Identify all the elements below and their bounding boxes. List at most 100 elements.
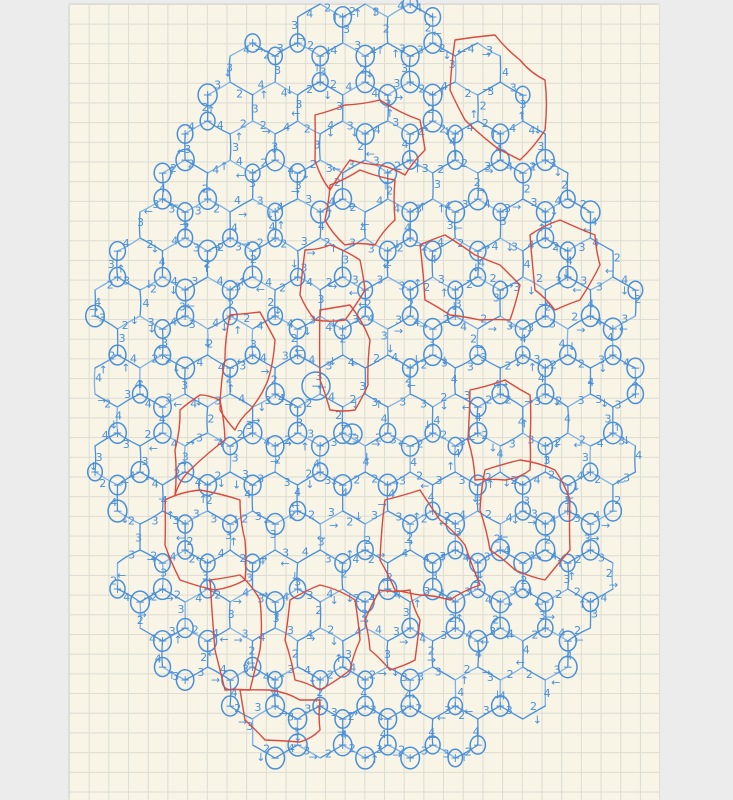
node-sign-label: − [270, 153, 280, 167]
graph-edge [454, 237, 479, 252]
graph-edge [139, 354, 164, 369]
edge-direction-arrow: → [476, 184, 485, 197]
edge-weight-label: 3 [331, 436, 338, 449]
edge-weight-label: 3 [347, 120, 354, 133]
edge-weight-label: 3 [193, 508, 200, 521]
highlighted-face-loop [479, 459, 571, 581]
node-sign-label: − [383, 712, 393, 726]
edge-direction-arrow: ← [420, 479, 429, 492]
graph-edge [139, 289, 142, 317]
signed-node [267, 670, 283, 690]
node-sign-label: − [630, 283, 640, 297]
graph-edge [184, 315, 209, 330]
graph-edge [184, 393, 209, 408]
graph-edge [296, 484, 299, 512]
graph-edge [206, 562, 209, 590]
graph-edge [589, 354, 614, 369]
signed-node [514, 579, 531, 599]
edge-direction-arrow: → [415, 628, 424, 641]
edge-direction-arrow: → [234, 633, 243, 646]
signed-node [377, 473, 398, 497]
graph-edge [589, 549, 614, 564]
edge-weight-label: 2 [511, 474, 518, 487]
edge-weight-label: 2 [466, 278, 473, 291]
node-sign-label: − [405, 309, 415, 323]
edge-direction-arrow: ↓ [622, 434, 631, 447]
signed-node [536, 227, 555, 249]
signed-node [310, 435, 330, 457]
graph-edge [184, 510, 209, 525]
edge-weight-label: 2 [341, 568, 348, 581]
graph-edge [387, 198, 411, 213]
edge-direction-arrow: ↓ [147, 323, 156, 336]
edge-weight-label: 3 [510, 82, 517, 95]
edge-weight-label: 4 [410, 456, 417, 469]
edge-weight-label: 2 [457, 237, 464, 250]
node-sign-label: − [518, 556, 528, 570]
edge-weight-label: 4 [558, 626, 565, 639]
edge-weight-label: 4 [217, 275, 224, 288]
edge-weight-label: 3 [422, 162, 429, 175]
node-sign-label: + [112, 270, 122, 284]
graph-edge [274, 42, 299, 57]
edge-weight-label: 2 [150, 549, 157, 562]
edge-weight-label: 3 [480, 351, 487, 364]
edge-direction-arrow: ↓ [150, 242, 159, 255]
signed-node [490, 616, 511, 640]
signed-node [400, 668, 421, 692]
graph-edge [229, 133, 232, 161]
edge-weight-label: 3 [605, 412, 612, 425]
edge-direction-arrow: ← [453, 222, 462, 235]
edge-weight-label: 3 [401, 62, 408, 75]
edge-direction-arrow: → [504, 597, 513, 610]
graph-edge [296, 276, 321, 291]
node-sign-label: − [225, 673, 235, 687]
signed-node [333, 421, 353, 445]
node-sign-label: − [585, 205, 595, 219]
signed-node [356, 695, 375, 717]
node-sign-label: − [608, 504, 618, 518]
graph-edge [454, 432, 479, 447]
graph-edge [387, 666, 411, 681]
edge-weight-label: 3 [303, 745, 310, 758]
signed-node [422, 577, 443, 601]
edge-direction-arrow: → [260, 365, 269, 378]
edge-weight-label: 2 [492, 614, 499, 627]
edge-direction-arrow: ↓ [391, 666, 400, 679]
edge-weight-label: 4 [415, 2, 422, 15]
edge-weight-label: 4 [345, 81, 352, 94]
edge-direction-arrow: → [512, 200, 521, 213]
edge-direction-arrow: ↓ [326, 126, 335, 139]
graph-edge [274, 159, 299, 174]
edge-weight-label: 4 [328, 390, 335, 403]
edge-weight-label: 4 [402, 138, 409, 151]
graph-edge [251, 471, 276, 486]
edge-direction-arrow: ↓ [256, 751, 265, 764]
graph-edge [387, 81, 411, 96]
graph-edge [409, 627, 434, 642]
graph-edge [116, 250, 119, 278]
signed-node [401, 150, 419, 170]
signed-node [311, 462, 329, 482]
edge-weight-label: 4 [123, 591, 130, 604]
signed-node [400, 435, 420, 457]
graph-edge [432, 393, 456, 408]
edge-weight-label: 2 [226, 372, 233, 385]
edge-direction-arrow: → [527, 516, 536, 529]
graph-edge [432, 744, 456, 759]
edge-weight-label: 2 [316, 686, 323, 699]
highlighted-face-loop [449, 34, 548, 161]
edge-weight-label: 2 [574, 624, 581, 637]
node-sign-label: + [405, 283, 415, 297]
edge-direction-arrow: ← [480, 635, 489, 648]
node-sign-label: − [473, 478, 483, 492]
edge-weight-label: 4 [171, 235, 178, 248]
edge-weight-label: 4 [401, 547, 408, 560]
graph-edge [319, 588, 344, 603]
edge-weight-label: 3 [513, 281, 520, 294]
graph-edge [296, 432, 321, 447]
graph-edge [567, 276, 592, 291]
edge-direction-arrow: ↑ [517, 109, 526, 122]
graph-edge [319, 510, 344, 525]
edge-weight-label: 2 [104, 397, 111, 410]
